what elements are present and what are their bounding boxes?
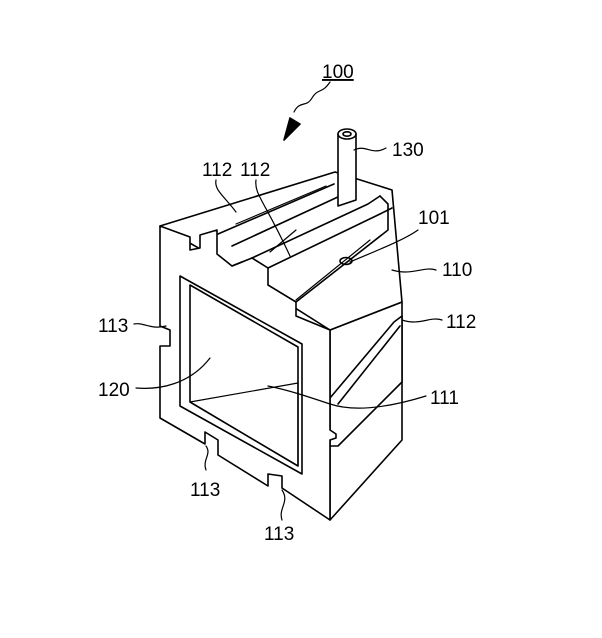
label-113-left: 113 (98, 316, 128, 337)
leader-lines (133, 81, 443, 521)
label-112-right: 112 (240, 160, 270, 181)
pipe (337, 128, 357, 207)
label-113-bottom-b: 113 (264, 524, 294, 545)
label-120: 120 (98, 380, 130, 401)
label-111: 111 (430, 388, 459, 409)
label-112-left: 112 (202, 160, 232, 181)
label-110: 110 (442, 260, 472, 281)
label-113-bottom-a: 113 (190, 480, 220, 501)
label-112-side: 112 (446, 312, 476, 333)
reference-numerals: 100 130 112 112 101 110 112 113 120 111 … (98, 62, 476, 545)
label-100: 100 (322, 62, 354, 83)
label-130: 130 (392, 140, 424, 161)
block-body (159, 171, 403, 521)
label-101: 101 (418, 208, 450, 229)
